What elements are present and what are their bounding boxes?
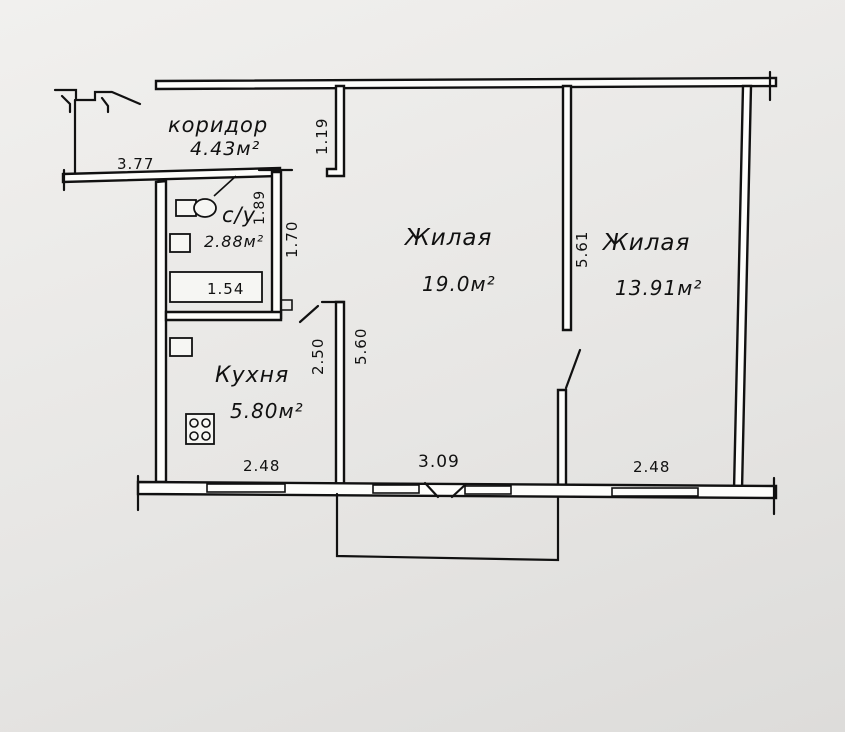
corridor-area: 4.43м² [190,138,261,160]
window-living2 [611,487,699,497]
left-wall [154,179,168,484]
bathroom-wall [270,170,283,320]
kitchen-wall-cap [298,300,346,324]
dim-living2-width: 2.48 [633,458,671,476]
nook-wall [325,84,346,178]
corridor-name: коридор [168,113,269,137]
dim-living1-depth: 5.60 [352,327,370,365]
balcony-outline [335,492,560,562]
dim-living1-width: 3.09 [418,452,460,472]
kitchen-name: Кухня [215,363,290,388]
living-room-1-name: Жилая [405,225,493,251]
dim-corridor-width: 3.77 [117,155,155,173]
kitchen-area: 5.80м² [230,399,304,423]
kitchen-sink [169,337,193,357]
bathroom-name: с/у [222,203,257,227]
top-wall [154,76,778,91]
bathtub-outline [169,271,263,303]
partition-wall-lower [556,388,568,488]
corridor-wall [61,166,282,184]
sink [169,233,191,253]
dim-corridor-nook: 1.19 [313,117,331,155]
right-wall [732,84,753,492]
dim-bath-depth-b: 1.70 [283,220,301,258]
window-kitchen-small [372,484,420,494]
door-swing-partition [564,348,582,390]
balcony-door-swing [423,481,468,499]
window-living1 [464,485,512,495]
toilet-bowl [193,198,217,218]
living-room-2-area: 13.91м² [615,276,703,300]
stair-symbol [53,88,142,177]
living-room-1-area: 19.0м² [422,272,496,296]
dim-bath-depth-a: 1.89 [252,189,268,225]
dim-living2-depth: 5.61 [573,230,591,268]
living-room-2-name: Жилая [603,230,691,256]
bath-kitchen-divider [164,310,283,322]
partition-wall-upper [561,84,573,332]
dim-bathtub: 1.54 [207,280,245,298]
bathroom-door-mark [213,175,293,311]
window-kitchen [206,483,286,493]
bathroom-area: 2.88м² [204,232,265,251]
toilet-tank [175,199,197,217]
stove-icon [185,413,215,445]
dim-kitchen-width: 2.48 [243,457,281,475]
dim-kitchen-depth: 2.50 [309,337,327,375]
kitchen-right-wall [334,300,346,490]
